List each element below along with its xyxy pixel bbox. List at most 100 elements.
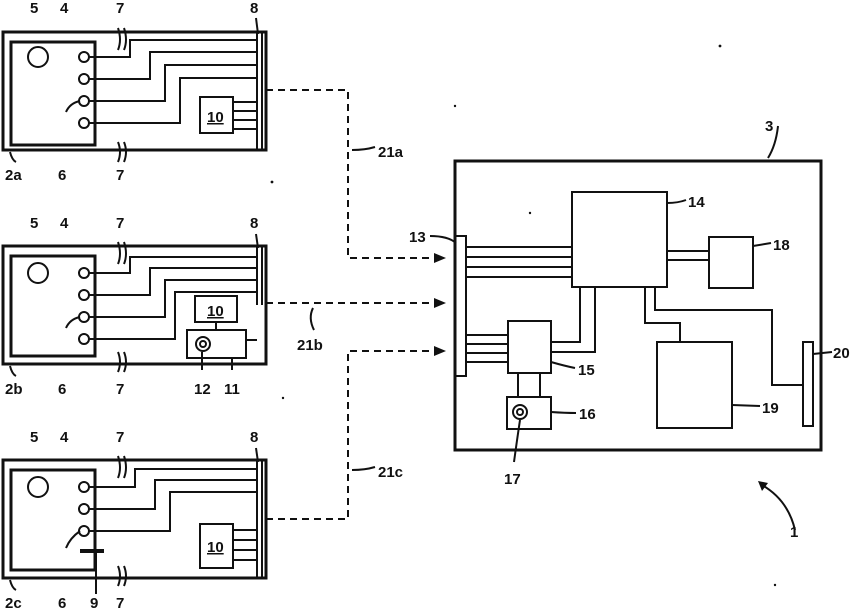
unit-2b-contact <box>79 268 89 278</box>
reader-module-15 <box>508 321 551 373</box>
unit-2a-card <box>11 42 95 145</box>
label-21a: 21a <box>378 144 404 161</box>
link-21c-leader <box>352 467 375 470</box>
unit-2c-contact <box>79 482 89 492</box>
link-21b-leader <box>311 308 314 330</box>
storage-leader <box>732 405 760 406</box>
reader-module-leader <box>551 362 575 368</box>
label-8-c: 8 <box>250 429 258 446</box>
label-2c: 2c <box>5 595 22 610</box>
unit-2c-line <box>89 480 257 509</box>
label-17: 17 <box>504 471 521 488</box>
unit-2c-lines-bracket-bottom <box>118 566 126 586</box>
speck <box>271 181 274 184</box>
unit-2b-contact-leader <box>66 317 80 328</box>
label-12: 12 <box>194 381 211 398</box>
label-21c: 21c <box>378 464 403 481</box>
label-7-b-top: 7 <box>116 215 124 232</box>
unit-2a <box>3 18 266 162</box>
unit-2b-line <box>89 257 257 273</box>
module-18-leader <box>753 243 771 246</box>
port-leader <box>813 352 832 354</box>
label-1: 1 <box>790 524 798 541</box>
label-6-a: 6 <box>58 167 66 184</box>
label-5-a: 5 <box>30 0 38 17</box>
unit-2b-contact <box>79 334 89 344</box>
unit-2c-line <box>89 492 257 531</box>
unit-2b-lines-bracket-bottom <box>118 352 126 372</box>
label-10-b: 10 <box>207 303 224 320</box>
unit-2b-card <box>11 256 95 356</box>
label-7-a-top: 7 <box>116 0 124 17</box>
unit-2b-reader-coil-inner <box>200 341 206 347</box>
unit-2c-card <box>11 470 95 570</box>
bus-line <box>655 287 803 385</box>
label-2a: 2a <box>5 167 22 184</box>
unit-2c-contact-leader <box>66 531 80 548</box>
label-7-b-bottom: 7 <box>116 381 124 398</box>
unit-2a-leader <box>10 152 16 162</box>
label-6-b: 6 <box>58 381 66 398</box>
label-14: 14 <box>688 194 705 211</box>
label-10-c: 10 <box>207 539 224 556</box>
label-10-a: 10 <box>207 109 224 126</box>
unit-2c <box>3 448 266 594</box>
interface-leader <box>430 236 456 243</box>
unit-2a-contact <box>79 52 89 62</box>
port-20 <box>803 342 813 426</box>
bus-line <box>645 287 680 342</box>
interface-13 <box>455 236 466 376</box>
link-21c-arrow <box>434 346 446 356</box>
label-7-c-bottom: 7 <box>116 595 124 610</box>
data-links <box>266 90 446 519</box>
label-7-a-bottom: 7 <box>116 167 124 184</box>
unit-2b-leader <box>10 366 16 376</box>
speck <box>282 397 284 399</box>
reference-labels: 5 4 7 8 10 2a 6 7 5 4 7 8 10 2b 6 7 12 1… <box>5 0 850 610</box>
link-21c <box>266 351 440 519</box>
speck <box>454 105 456 107</box>
label-8-b: 8 <box>250 215 258 232</box>
label-7-c-top: 7 <box>116 429 124 446</box>
label-9: 9 <box>90 595 98 610</box>
unit-2b-contact <box>79 312 89 322</box>
unit-2c-line <box>89 469 257 487</box>
label-19: 19 <box>762 400 779 417</box>
label-3: 3 <box>765 118 773 135</box>
label-8-a: 8 <box>250 0 258 17</box>
unit-2c-card-chip <box>28 477 48 497</box>
processor-14 <box>572 192 667 287</box>
label-20: 20 <box>833 345 850 362</box>
storage-19 <box>657 342 732 428</box>
system-arrow <box>758 481 795 530</box>
label-16: 16 <box>579 406 596 423</box>
unit-2a-line <box>89 65 257 101</box>
label-6-c: 6 <box>58 595 66 610</box>
unit-2c-contact <box>79 526 89 536</box>
label-11: 11 <box>224 381 240 398</box>
label-4-c: 4 <box>60 429 69 446</box>
antenna-coil-inner <box>517 409 523 415</box>
unit-2a-card-chip <box>28 47 48 67</box>
label-4-a: 4 <box>60 0 69 17</box>
link-21a-arrow <box>434 253 446 263</box>
link-21b-arrow <box>434 298 446 308</box>
unit-2b-contact <box>79 290 89 300</box>
label-4-b: 4 <box>60 215 69 232</box>
bus-line <box>551 287 580 342</box>
coil-leader <box>514 420 520 462</box>
label-13: 13 <box>409 229 426 246</box>
label-18: 18 <box>773 237 790 254</box>
unit-2a-contact <box>79 74 89 84</box>
unit-2c-leader <box>10 580 16 590</box>
label-21b: 21b <box>297 337 323 354</box>
speck <box>774 584 776 586</box>
label-15: 15 <box>578 362 595 379</box>
speck <box>529 212 531 214</box>
speck <box>719 45 722 48</box>
module-18 <box>709 237 753 288</box>
unit-2c-contact <box>79 504 89 514</box>
antenna-coil-17 <box>513 405 527 419</box>
unit-2b-line <box>89 292 257 339</box>
